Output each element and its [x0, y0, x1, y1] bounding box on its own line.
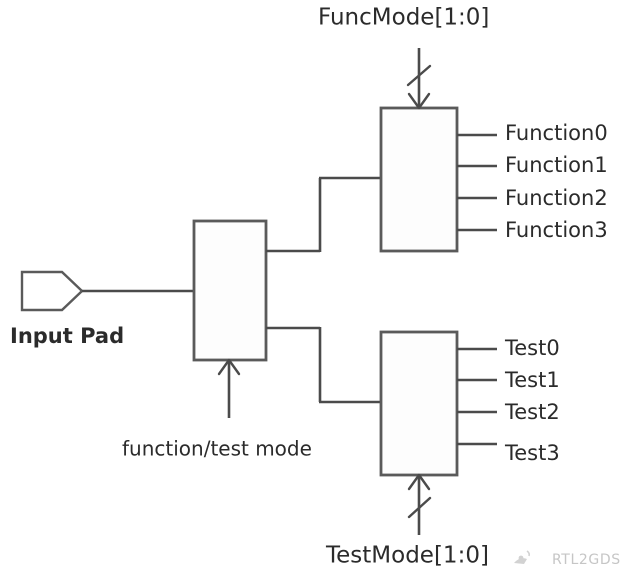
test-output-label-0: Test0: [504, 336, 560, 360]
watermark-label: RTL2GDS: [552, 552, 621, 568]
function-output-wires: [457, 133, 497, 232]
function-output-label-2: Function2: [505, 186, 608, 210]
input-pad-symbol: [20, 270, 84, 312]
test-output-label-2: Test2: [504, 400, 560, 424]
mux-control-arrow: [217, 358, 241, 418]
function-output-label-1: Function1: [505, 153, 608, 177]
test-output-wires: [457, 347, 497, 446]
mode-control-label: function/test mode: [122, 437, 312, 461]
function-output-label-3: Function3: [505, 218, 608, 242]
test-output-label-3: Test3: [504, 441, 560, 465]
funcmode-bus-arrow: [406, 48, 432, 110]
function-output-label-0: Function0: [505, 121, 608, 145]
funcmode-bus-label: FuncMode[1:0]: [318, 5, 489, 31]
watermark-logo-icon: [514, 550, 531, 564]
input-pad-label: Input Pad: [10, 324, 124, 348]
mode-demux-block: [192, 219, 268, 362]
watermark: RTL2GDS: [514, 550, 621, 568]
wire-mux-to-test-block: [266, 326, 381, 404]
wire-mux-to-function-block: [266, 176, 381, 253]
test-output-label-1: Test1: [504, 368, 560, 392]
testmode-bus-arrow: [407, 473, 432, 535]
testmode-bus-label: TestMode[1:0]: [325, 543, 489, 569]
function-block: [379, 106, 459, 253]
test-block: [379, 330, 459, 477]
